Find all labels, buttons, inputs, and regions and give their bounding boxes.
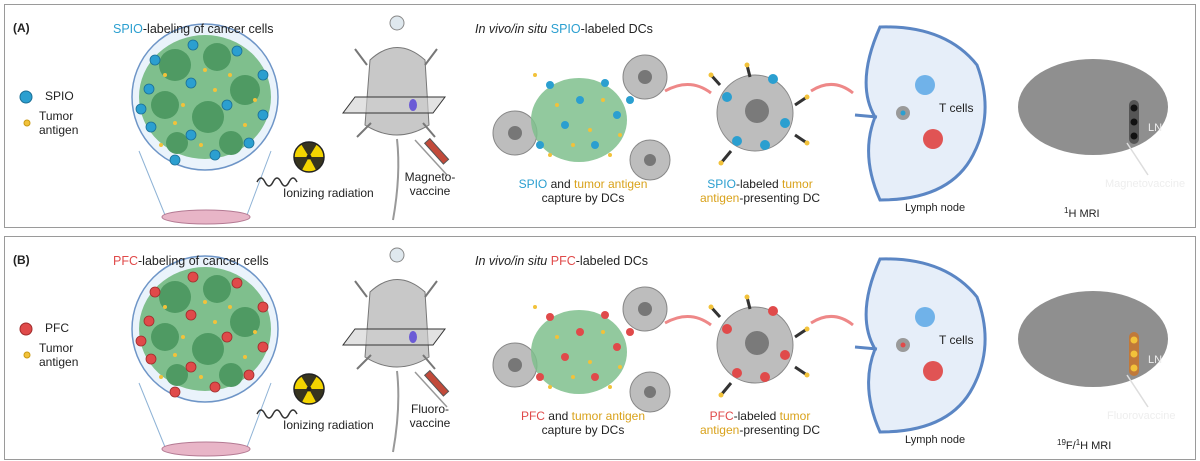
lymph-node-label: Lymph node xyxy=(905,202,966,214)
radiation-wave xyxy=(256,177,298,187)
mri-body-shape xyxy=(1018,59,1168,155)
panel-b-artwork xyxy=(19,247,1168,457)
vaccine-label: Fluoro-vaccine xyxy=(409,402,451,430)
lymph-node-icon xyxy=(854,257,987,434)
panel-b: (B) PFC-labeling of cancer cells PFC Tum… xyxy=(4,236,1196,460)
arrow-to-dc xyxy=(664,83,712,95)
antigen-particles xyxy=(159,300,257,379)
panel-tag: (A) xyxy=(13,21,30,35)
panel-tag: (B) xyxy=(13,253,30,267)
labeled-dc-icon xyxy=(708,62,810,166)
lymph-node-icon xyxy=(854,25,987,202)
antigen-legend-dot xyxy=(23,351,31,359)
mri-body-shape xyxy=(1018,291,1168,387)
tcells-label: T cells xyxy=(939,101,974,115)
mri-vaccine-label: Magnetovaccine xyxy=(1105,178,1186,190)
labeled-dc-icon xyxy=(708,294,810,398)
radiation-trefoil-icon xyxy=(294,141,324,170)
legend-antigen-label: Tumor antigen xyxy=(39,109,79,137)
arrow-to-lymph-node xyxy=(810,315,854,327)
petri-dish xyxy=(161,209,251,225)
cancer-cell-cluster xyxy=(139,35,271,159)
legend-agent-label: SPIO xyxy=(45,89,74,103)
spio-particles xyxy=(135,39,269,166)
radiation-wave xyxy=(256,409,298,419)
panel-a: (A) SPIO-labeling of cancer cells SPIO T… xyxy=(4,4,1196,228)
antigen-legend-dot xyxy=(23,119,31,127)
petri-dish xyxy=(161,441,251,457)
mouse-icon xyxy=(342,15,446,221)
dc-antigen-particles xyxy=(533,305,622,389)
insitu-title: In vivo/in situ SPIO-labeled DCs xyxy=(475,22,653,36)
lymph-node-label: Lymph node xyxy=(905,434,966,446)
spio-legend-dot xyxy=(19,90,33,104)
mri-caption: 1H MRI xyxy=(1064,206,1100,221)
cancer-cell-cluster xyxy=(139,267,271,391)
vaccine-label: Magneto-vaccine xyxy=(404,170,456,198)
mri-vaccine-label: Fluorovaccine xyxy=(1107,410,1176,422)
dc-antigen-particles xyxy=(533,73,622,157)
dc-spio-particles xyxy=(536,79,634,149)
antigen-particles xyxy=(159,68,257,147)
arrow-to-dc xyxy=(664,315,712,327)
tcells-label: T cells xyxy=(939,333,974,347)
panel-a-artwork xyxy=(19,15,1168,225)
mri-pointer-line xyxy=(1126,374,1149,408)
arrow-to-lymph-node xyxy=(810,83,854,95)
legend-antigen-label: Tumor antigen xyxy=(39,341,79,369)
syringe-icon xyxy=(414,369,450,408)
syringe-icon xyxy=(414,137,450,176)
labeling-title: SPIO-labeling of cancer cells xyxy=(113,22,274,36)
radiation-label: Ionizing radiation xyxy=(283,418,374,432)
insitu-title: In vivo/in situ PFC-labeled DCs xyxy=(475,254,649,268)
dc-capture-cluster xyxy=(492,286,671,413)
mri-ln-dots xyxy=(1129,332,1139,376)
pfc-legend-dot xyxy=(19,322,33,336)
mri-pointer-line xyxy=(1126,142,1149,176)
mri-ln-dots xyxy=(1129,100,1139,144)
pfc-particles xyxy=(135,271,269,398)
mri-ln-label: LN xyxy=(1148,122,1163,134)
radiation-label: Ionizing radiation xyxy=(283,186,374,200)
mri-caption: 19F/1H MRI xyxy=(1057,438,1112,453)
magnifier-lines xyxy=(138,150,272,216)
mri-ln-label: LN xyxy=(1148,354,1163,366)
dc-pfc-particles xyxy=(536,311,634,381)
dc-capture-cluster xyxy=(492,54,671,181)
labeling-title: PFC-labeling of cancer cells xyxy=(113,254,269,268)
radiation-trefoil-icon xyxy=(294,373,324,402)
magnifier-lines xyxy=(138,382,272,448)
legend-agent-label: PFC xyxy=(45,321,69,335)
mouse-icon xyxy=(342,247,446,453)
